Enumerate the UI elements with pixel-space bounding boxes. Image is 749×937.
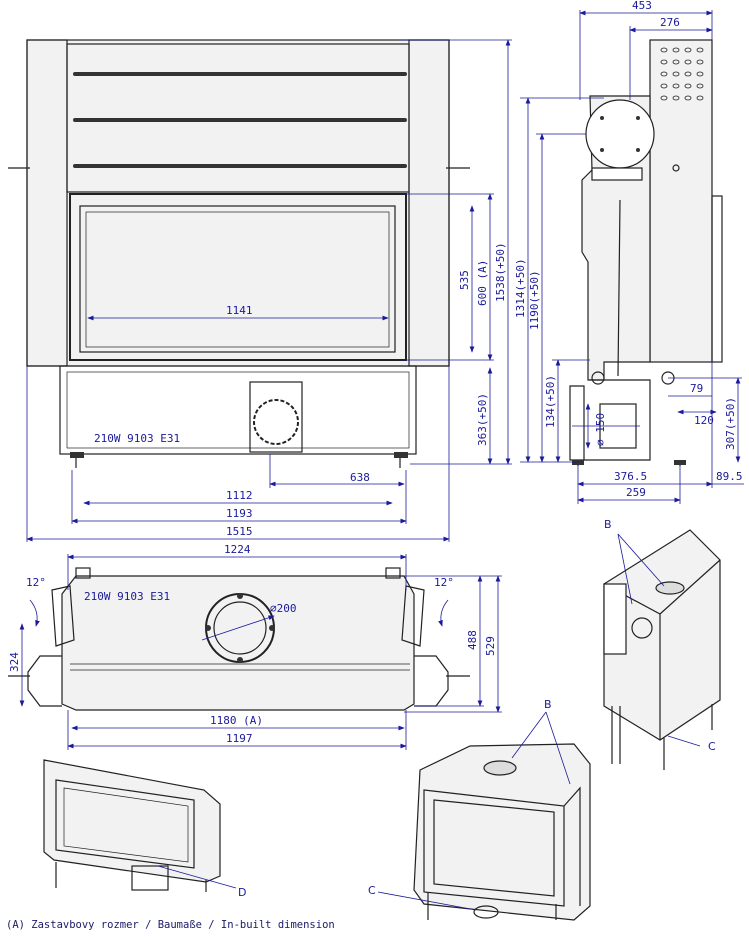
callout-c-2: C: [368, 884, 376, 897]
iso-view-front-left: D: [43, 759, 246, 899]
dim-1515: 1515: [226, 525, 253, 538]
side-view: 453 276 1314(+50) 1190(+50) 134(+50) ⌀ 1…: [514, 0, 744, 504]
dim-79: 79: [690, 382, 703, 395]
dim-1190: 1190(+50): [528, 270, 541, 330]
dim-200: ⌀200: [270, 602, 297, 615]
dim-150: ⌀ 150: [594, 413, 607, 446]
front-frame: [26, 39, 450, 367]
front-plate-text: 210W 9103 E31: [94, 432, 180, 445]
dim-276: 276: [660, 16, 680, 29]
dim-1197: 1197: [226, 732, 253, 745]
top-view: 210W 9103 E31 1224 ⌀200 12° 12° 324 488 …: [8, 543, 502, 750]
dim-488: 488: [466, 630, 479, 650]
dim-324: 324: [8, 652, 21, 672]
dim-89: 89.5: [716, 470, 743, 483]
footnote-a: (A) Zastavbovy rozmer / Baumaße / In-bui…: [6, 919, 335, 931]
dim-120: 120: [694, 414, 714, 427]
top-plate-text: 210W 9103 E31: [84, 590, 170, 603]
dim-1141: 1141: [226, 304, 253, 317]
iso-view-rear: B C: [603, 518, 721, 770]
dim-1193: 1193: [226, 507, 253, 520]
iso-view-front-right: B C: [368, 698, 591, 921]
dim-638: 638: [350, 471, 370, 484]
dim-12-right: 12°: [434, 576, 454, 589]
callout-d: D: [238, 886, 246, 899]
dim-1180A: 1180 (A): [210, 714, 263, 727]
dim-453: 453: [632, 0, 652, 12]
dim-600A: 600 (A): [476, 260, 489, 306]
dim-363: 363(+50): [476, 393, 489, 446]
dim-1314: 1314(+50): [514, 258, 527, 318]
dim-307: 307(+50): [724, 397, 737, 450]
dim-134: 134(+50): [544, 375, 557, 428]
top-body: [61, 575, 415, 711]
dim-1224: 1224: [224, 543, 251, 556]
dim-259: 259: [626, 486, 646, 499]
callout-b-2: B: [544, 698, 552, 711]
dim-376: 376.5: [614, 470, 647, 483]
callout-c-1: C: [708, 740, 716, 753]
dim-1112: 1112: [226, 489, 253, 502]
dim-1538: 1538(+50): [494, 242, 507, 302]
dim-529: 529: [484, 636, 497, 656]
side-body: [649, 39, 713, 363]
front-view: 210W 9103 E31 1141 638 1112 1193 1515 53…: [8, 39, 512, 542]
dim-535: 535: [458, 270, 471, 290]
dim-12-left: 12°: [26, 576, 46, 589]
callout-b-1: B: [604, 518, 612, 531]
